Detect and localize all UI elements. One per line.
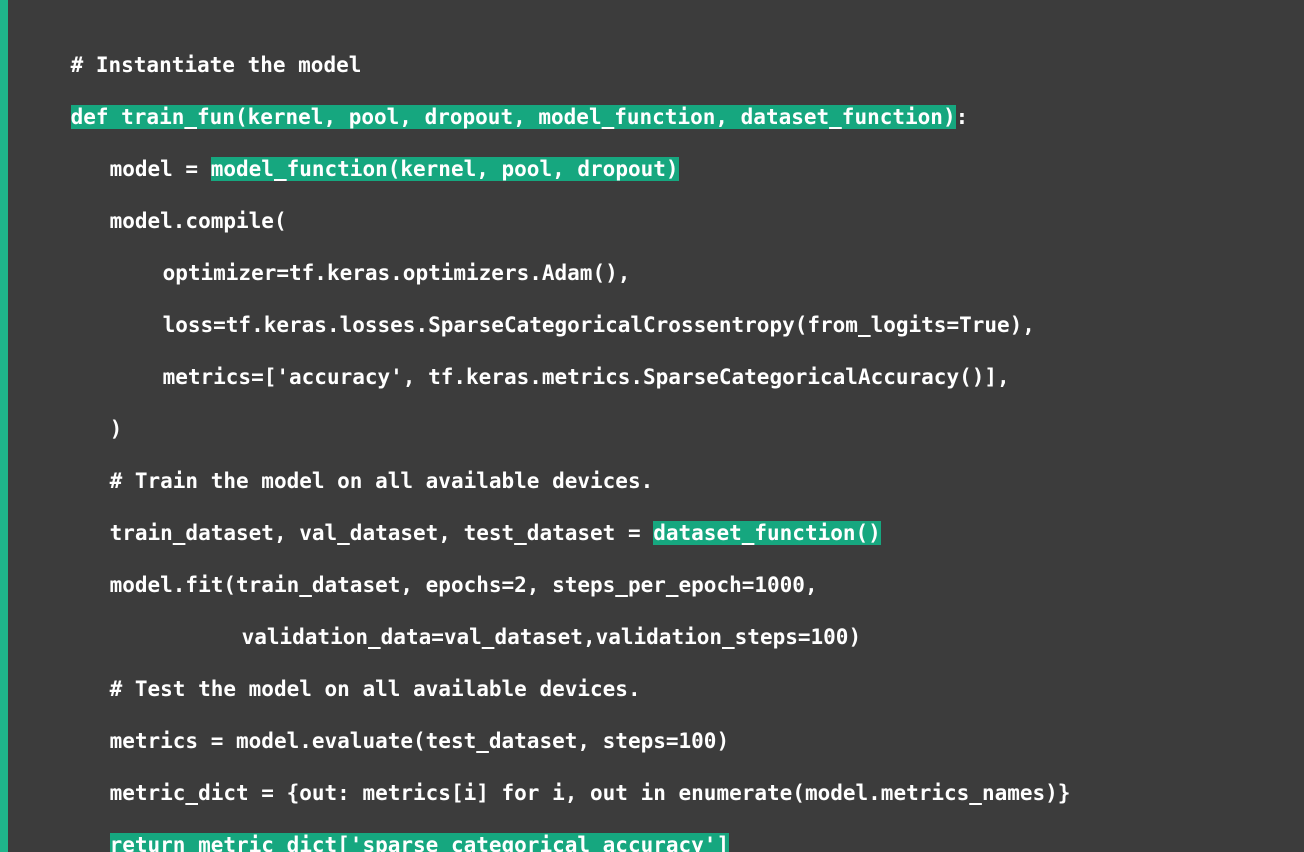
code-text: # Train the model on all available devic…: [109, 469, 654, 493]
code-accent-bar: [0, 0, 8, 852]
code-text: ): [109, 417, 123, 441]
code-highlight: def train_fun(kernel, pool, dropout, mod…: [70, 105, 956, 129]
code-text: train_dataset, val_dataset, test_dataset…: [109, 521, 654, 545]
code-text: metrics = model.evaluate(test_dataset, s…: [109, 729, 730, 753]
code-text: optimizer=tf.keras.optimizers.Adam(),: [162, 261, 631, 285]
code-line-metrics: metrics=['accuracy', tf.keras.metrics.Sp…: [112, 332, 1010, 389]
code-text: metric_dict = {out: metrics[i] for i, ou…: [109, 781, 1071, 805]
code-highlight: model_function(kernel, pool, dropout): [210, 157, 679, 181]
code-text: model =: [109, 157, 211, 181]
code-line-comment-test: # Test the model on all available device…: [59, 644, 641, 701]
code-line-return: return metric_dict['sparse_categorical_a…: [59, 800, 730, 852]
code-line-comment-instantiate: # Instantiate the model: [20, 20, 362, 77]
code-text: model.compile(: [109, 209, 287, 233]
code-line-comment-train: # Train the model on all available devic…: [59, 436, 654, 493]
code-text: # Test the model on all available device…: [109, 677, 641, 701]
code-line-metric-dict: metric_dict = {out: metrics[i] for i, ou…: [59, 748, 1071, 805]
code-text: metrics=['accuracy', tf.keras.metrics.Sp…: [162, 365, 1010, 389]
code-text: :: [955, 105, 969, 129]
code-highlight: dataset_function(): [653, 521, 881, 545]
code-line-fit-continued: validation_data=val_dataset,validation_s…: [191, 592, 862, 649]
code-text: model.fit(train_dataset, epochs=2, steps…: [109, 573, 818, 597]
code-line-fit: model.fit(train_dataset, epochs=2, steps…: [59, 540, 818, 597]
code-highlight: return metric_dict['sparse_categorical_a…: [109, 833, 730, 852]
code-line-def: def train_fun(kernel, pool, dropout, mod…: [20, 72, 968, 129]
code-line-compile: model.compile(: [59, 176, 287, 233]
code-line-optimizer: optimizer=tf.keras.optimizers.Adam(),: [112, 228, 631, 285]
code-line-evaluate: metrics = model.evaluate(test_dataset, s…: [59, 696, 730, 753]
code-text: # Instantiate the model: [70, 53, 362, 77]
code-text: loss=tf.keras.losses.SparseCategoricalCr…: [162, 313, 1035, 337]
code-line-model-assign: model = model_function(kernel, pool, dro…: [59, 124, 679, 181]
code-line-close-paren: ): [59, 384, 123, 441]
code-line-datasets: train_dataset, val_dataset, test_dataset…: [59, 488, 881, 545]
code-line-loss: loss=tf.keras.losses.SparseCategoricalCr…: [112, 280, 1035, 337]
code-text: validation_data=val_dataset,validation_s…: [241, 625, 862, 649]
